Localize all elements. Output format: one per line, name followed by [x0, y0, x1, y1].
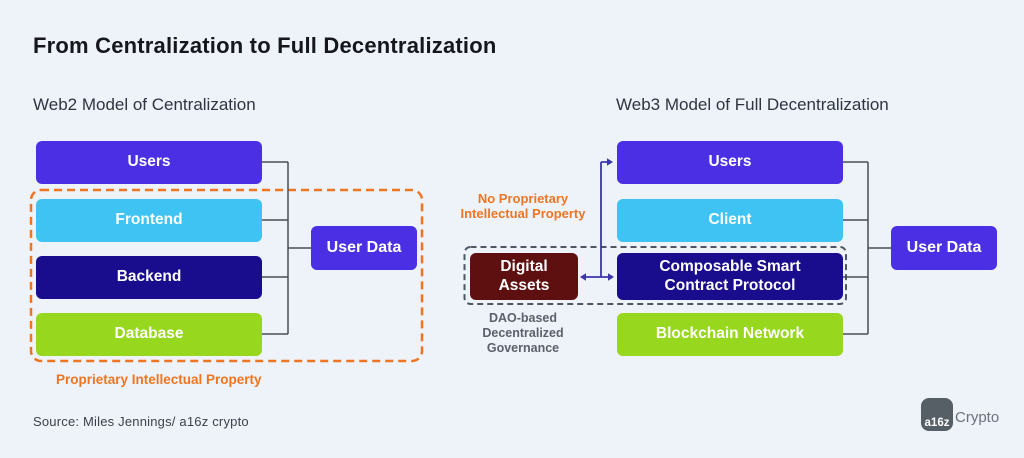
web3-user-data-connector: [843, 161, 891, 335]
arrowhead-right: [608, 273, 614, 281]
web3-subtitle: Web3 Model of Full Decentralization: [616, 95, 889, 114]
a16z-crypto-logo: a16z Crypto: [921, 397, 999, 431]
web2-user-data-box: User Data: [311, 226, 417, 270]
web2-frontend-box: Frontend: [36, 199, 262, 242]
web2-subtitle: Web2 Model of Centralization: [33, 95, 256, 114]
proprietary-ip-label: Proprietary Intellectual Property: [56, 372, 262, 387]
digital-assets-line1: Digital: [500, 257, 548, 275]
no-proprietary-ip-label: No Proprietary Intellectual Property: [455, 191, 591, 221]
web2-database-box: Database: [36, 313, 262, 356]
web2-users-box: Users: [36, 141, 262, 184]
page-title: From Centralization to Full Decentraliza…: [33, 33, 497, 58]
dao-line1: DAO-based: [488, 311, 558, 325]
web3-composable-protocol-box: Composable Smart Contract Protocol: [617, 253, 843, 300]
web3-client-box: Client: [617, 199, 843, 242]
web3-user-data-box: User Data: [891, 226, 997, 270]
web3-blockchain-box: Blockchain Network: [617, 313, 843, 356]
digital-assets-line2: Assets: [498, 276, 550, 294]
no-ip-line1: No Proprietary: [477, 191, 569, 206]
no-ip-line2: Intellectual Property: [460, 206, 586, 221]
dao-governance-label: DAO-based Decentralized Governance: [455, 311, 591, 356]
arrowhead-left: [580, 273, 586, 281]
web2-user-data-connector: [262, 161, 311, 335]
composable-line1: Composable Smart: [659, 257, 801, 275]
source-attribution: Source: Miles Jennings/ a16z crypto: [33, 414, 249, 429]
web2-backend-box: Backend: [36, 256, 262, 299]
web3-digital-assets-box: Digital Assets: [470, 253, 578, 300]
dao-line2: Decentralized: [482, 326, 564, 340]
dao-line3: Governance: [486, 341, 560, 355]
a16z-logo-text: Crypto: [955, 409, 1000, 426]
web3-users-box: Users: [617, 141, 843, 184]
a16z-logo-mark: a16z: [921, 398, 953, 431]
composable-line2: Contract Protocol: [664, 276, 796, 294]
arrowhead-to-users: [607, 158, 613, 166]
